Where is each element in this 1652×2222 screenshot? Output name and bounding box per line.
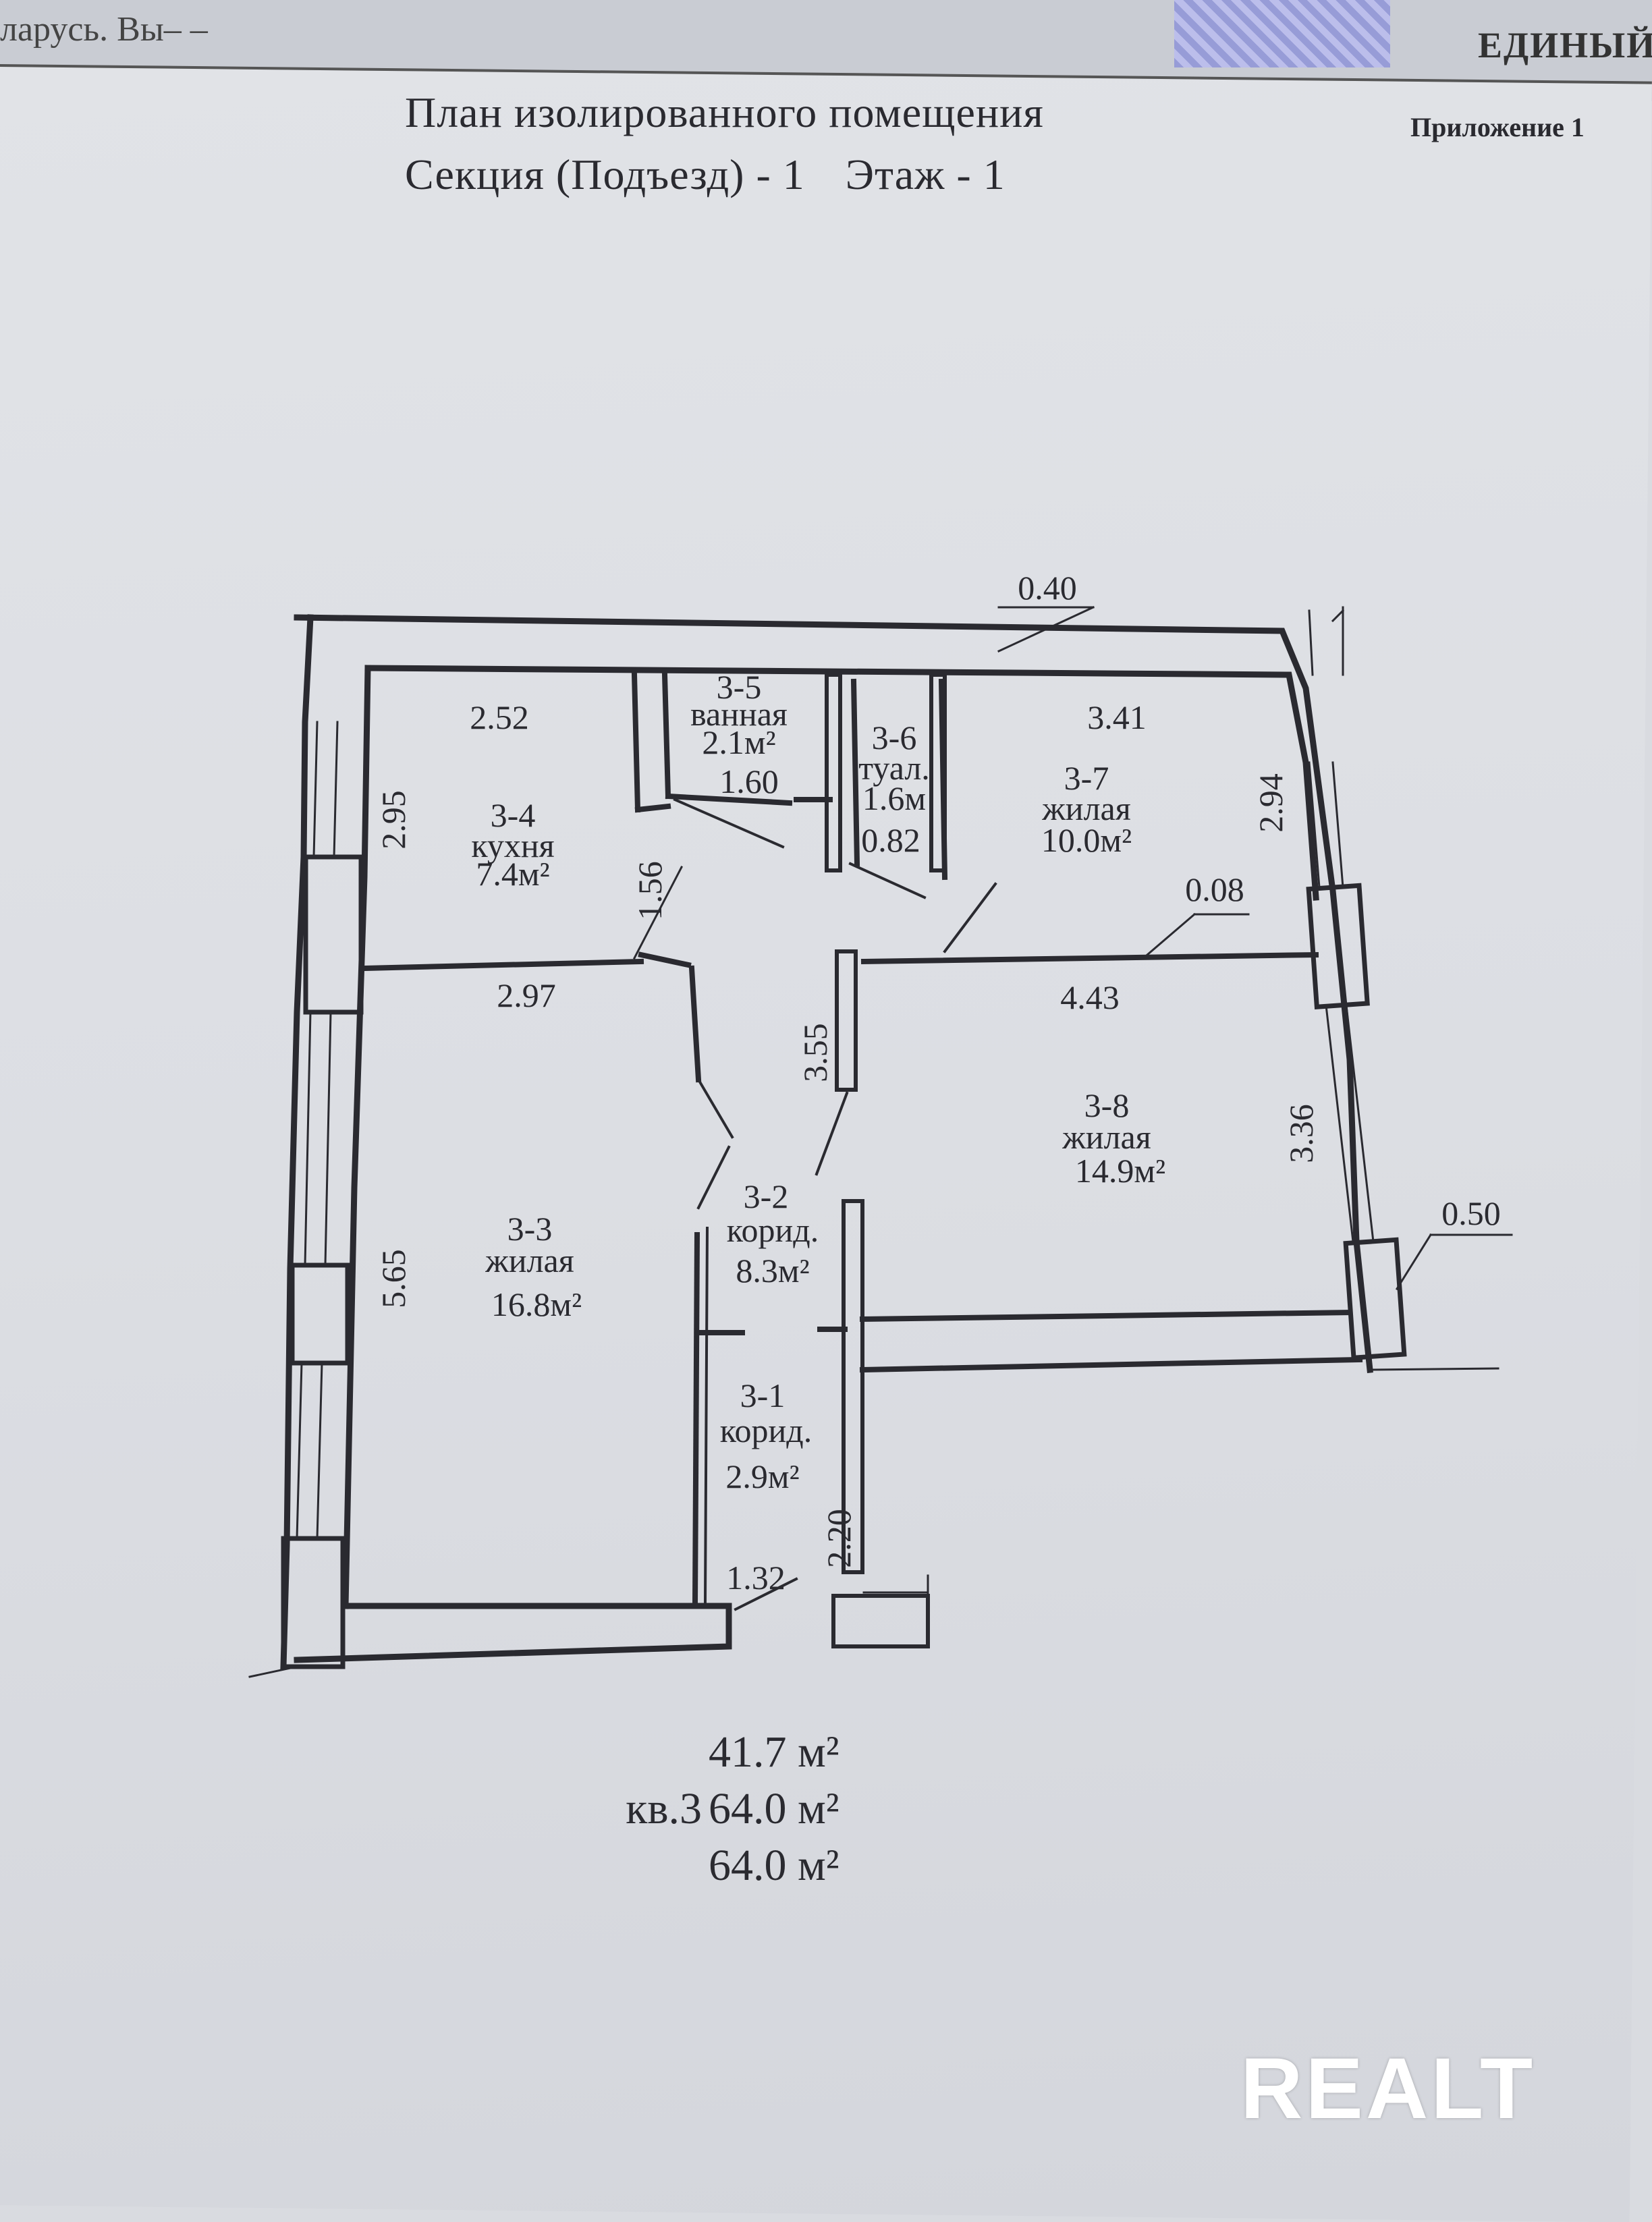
right-windows — [1306, 761, 1407, 1360]
door-swings — [673, 798, 997, 1611]
total-area: 64.0 м² — [709, 1841, 839, 1890]
dim-2-95: 2.95 — [375, 790, 412, 850]
room-3-2-id: 3-2 — [744, 1177, 789, 1215]
left-windows — [281, 721, 364, 1669]
total-living-area: 41.7 м² — [709, 1727, 839, 1777]
dim-0-50: 0.50 — [1441, 1194, 1501, 1232]
background-sheet-text: ларусь. Вы– – — [0, 10, 208, 49]
section-floor-line: Секция (Подъезд) - 1 Этаж - 1 — [405, 150, 1006, 200]
dim-3-55: 3.55 — [796, 1023, 834, 1082]
room-3-5-id: 3-5 — [717, 668, 762, 706]
room-labels: 3-4 кухня 7.4м² 3-5 ванная 2.1м² 3-6 туа… — [471, 668, 1165, 1495]
room-3-3-name: жилая — [485, 1242, 574, 1279]
room-3-1-name: корид. — [720, 1412, 812, 1449]
room-3-7-area: 10.0м² — [1041, 821, 1132, 859]
dim-2-52: 2.52 — [470, 698, 529, 736]
interior-walls — [361, 671, 1363, 1648]
room-3-8-area: 14.9м² — [1075, 1152, 1165, 1190]
dim-4-43: 4.43 — [1060, 978, 1120, 1016]
dim-5-65: 5.65 — [375, 1249, 412, 1308]
dim-2-97: 2.97 — [497, 976, 556, 1014]
room-3-4-name: кухня — [471, 827, 554, 864]
dim-0-82: 0.82 — [861, 821, 920, 859]
dim-2-94: 2.94 — [1252, 773, 1290, 833]
dim-1-56: 1.56 — [631, 861, 669, 920]
room-3-6-name: туал. — [858, 749, 930, 787]
room-3-2-name: корид. — [727, 1211, 819, 1249]
background-sheet-heading: ЕДИНЫЙ — [1478, 25, 1652, 65]
room-3-2-area: 8.3м² — [736, 1252, 809, 1289]
room-3-3-area: 16.8м² — [491, 1285, 582, 1323]
room-3-6-id: 3-6 — [872, 719, 917, 756]
dim-3-36: 3.36 — [1282, 1104, 1320, 1163]
room-3-8-id: 3-8 — [1084, 1086, 1130, 1124]
room-3-1-area: 2.9м² — [725, 1457, 799, 1495]
dim-2-20: 2.20 — [820, 1509, 858, 1568]
room-3-1-id: 3-1 — [740, 1377, 786, 1414]
floor-label: Этаж - 1 — [845, 150, 1006, 198]
appendix-label: Приложение 1 — [1410, 112, 1585, 142]
document-title: План изолированного помещения — [405, 88, 1044, 136]
section-label: Секция (Подъезд) - 1 — [405, 150, 805, 198]
room-3-7-id: 3-7 — [1064, 759, 1109, 797]
room-3-5-area: 2.1м² — [702, 723, 775, 761]
dim-3-41: 3.41 — [1087, 698, 1147, 736]
ornament-pattern — [1174, 0, 1390, 67]
dim-1-60: 1.60 — [719, 762, 779, 800]
apartment-area: 64.0 м² — [709, 1784, 839, 1833]
room-3-8-name: жилая — [1062, 1118, 1151, 1156]
room-3-5-name: ванная — [690, 695, 788, 733]
room-3-4-id: 3-4 — [491, 796, 536, 834]
apartment-number: кв.3 — [626, 1784, 702, 1833]
realt-watermark-logo: REALT — [1240, 2040, 1536, 2137]
room-3-6-area: 1.6м — [862, 779, 926, 817]
room-3-7-name: жилая — [1041, 789, 1130, 827]
room-3-3-id: 3-3 — [507, 1210, 553, 1248]
dim-1-32: 1.32 — [726, 1559, 786, 1596]
dim-0-08: 0.08 — [1185, 870, 1244, 908]
dimension-leaders — [248, 606, 1513, 1678]
dim-0-40: 0.40 — [1018, 569, 1077, 607]
dimension-labels: 0.40 2.52 1.60 0.82 3.41 0.08 2.97 4.43 … — [375, 569, 1501, 1596]
room-3-4-area: 7.4м² — [476, 855, 549, 893]
